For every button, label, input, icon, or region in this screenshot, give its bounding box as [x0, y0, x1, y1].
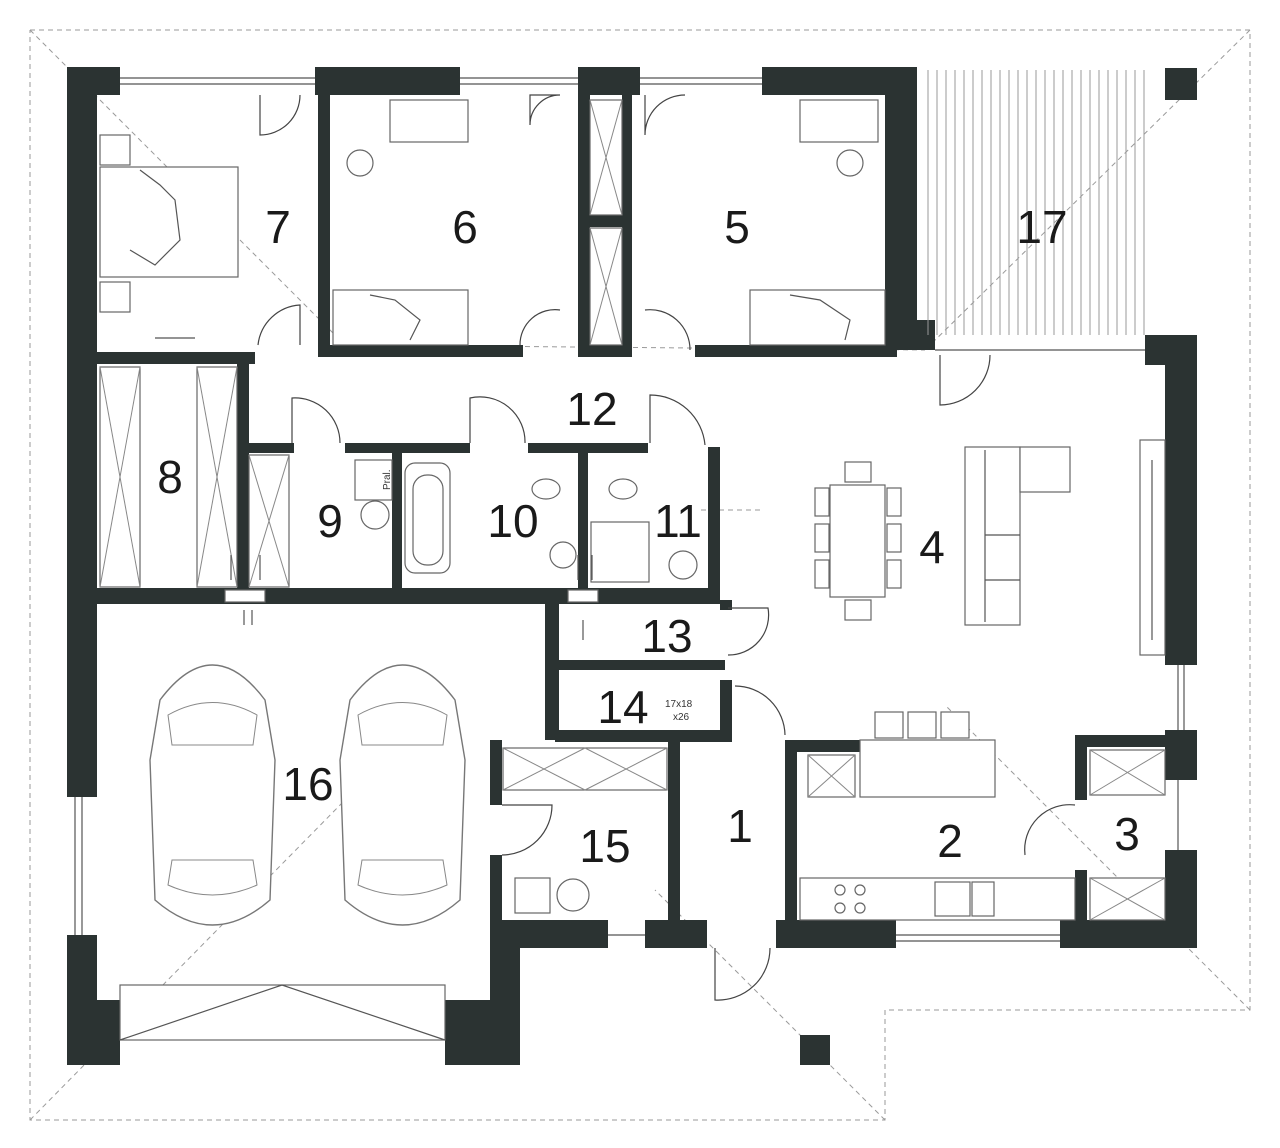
room-label-6: 6	[452, 201, 478, 253]
room-label-14: 14	[597, 681, 648, 733]
room-label-8: 8	[157, 451, 183, 503]
room-label-3: 3	[1114, 808, 1140, 860]
walls	[67, 67, 1197, 1065]
room-label-11: 11	[654, 495, 702, 547]
post	[800, 1035, 830, 1065]
room-label-4: 4	[919, 521, 945, 573]
stairs-count-label: x26	[673, 712, 690, 723]
ventilation-marks	[155, 337, 599, 640]
terrace-slats	[927, 70, 1145, 335]
room-label-17: 17	[1016, 201, 1067, 253]
windows	[74, 77, 1185, 942]
doors	[257, 94, 1076, 1001]
laundry-label: Pral.	[382, 469, 393, 490]
room-labels: 1 2 3 4 5 6 7 8 9 10 11 12 13 14 15 16 1…	[157, 201, 1140, 872]
room-label-15: 15	[579, 820, 630, 872]
cars	[149, 664, 466, 926]
room-label-12: 12	[566, 383, 617, 435]
stairs-size-label: 17x18	[665, 699, 693, 710]
furniture	[99, 99, 1166, 1041]
room-label-7: 7	[265, 201, 291, 253]
car	[339, 664, 466, 926]
room-label-2: 2	[937, 815, 963, 867]
room-label-10: 10	[487, 495, 538, 547]
room-label-13: 13	[641, 610, 692, 662]
car	[149, 664, 276, 926]
room-label-9: 9	[317, 495, 343, 547]
room-label-16: 16	[282, 758, 333, 810]
room-label-1: 1	[727, 800, 753, 852]
room-label-5: 5	[724, 201, 750, 253]
